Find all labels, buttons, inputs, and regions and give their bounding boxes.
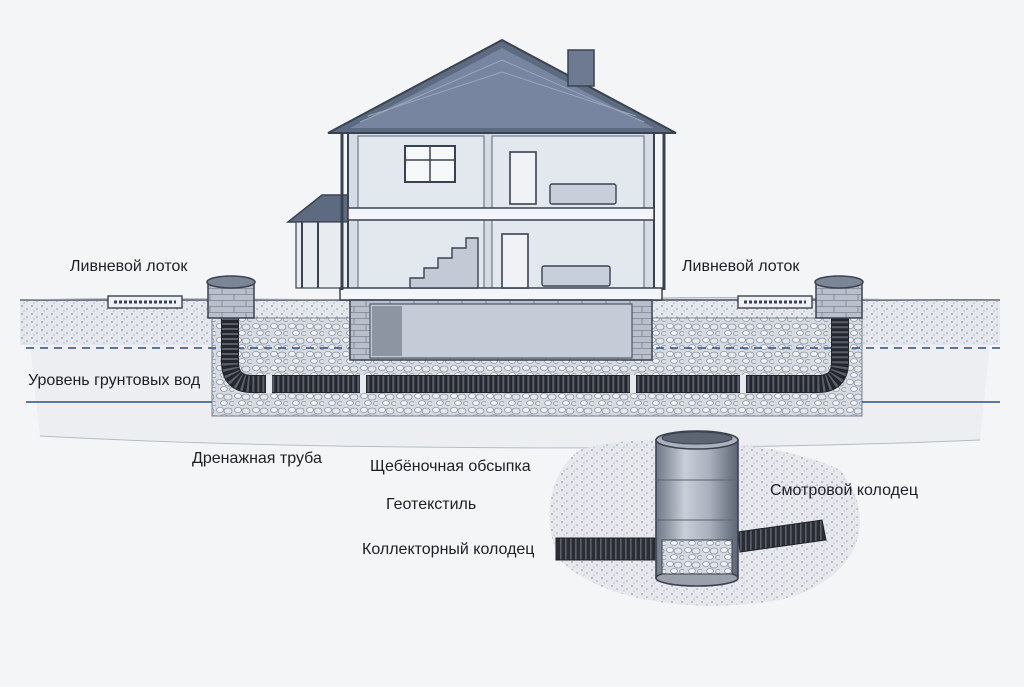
label-inspection-well: Смотровой колодец — [770, 482, 919, 499]
rain-channel-left — [107, 295, 183, 309]
label-drain-pipe: Дренажная труба — [192, 450, 322, 467]
label-gravel-backfill: Щебёночная обсыпка — [370, 458, 531, 475]
catch-basin-right — [814, 275, 864, 319]
house — [285, 38, 677, 361]
groundwater-lines — [26, 347, 1000, 403]
rain-channel-right — [737, 295, 813, 309]
drain-pipe — [221, 318, 849, 393]
inspection-well — [655, 430, 739, 587]
label-rain-channel-left: Ливневой лоток — [70, 258, 188, 275]
label-collector-well: Коллекторный колодец — [362, 541, 535, 558]
outlet-pipe — [555, 519, 827, 561]
catch-basin-left — [206, 275, 256, 319]
label-geotextile: Геотекстиль — [386, 496, 477, 513]
label-rain-channel-right: Ливневой лоток — [682, 258, 800, 275]
label-groundwater-level: Уровень грунтовых вод — [28, 372, 201, 389]
